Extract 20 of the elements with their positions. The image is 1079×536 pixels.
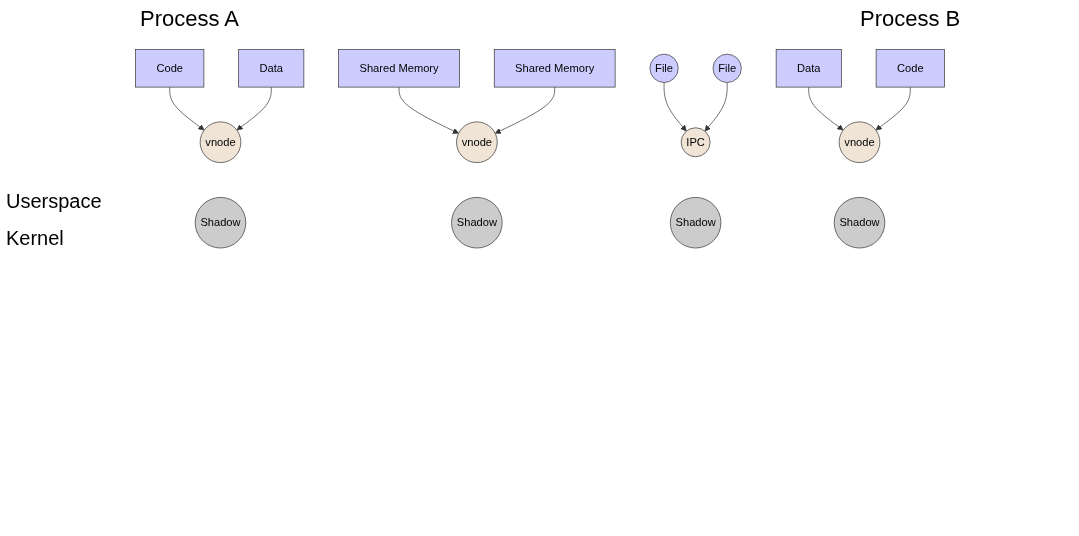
process-label: Process B	[860, 6, 961, 32]
node-circle: Shadow	[669, 197, 722, 249]
region-label: Userspace	[6, 190, 102, 213]
node-circle: Shadow	[194, 197, 247, 249]
node-circle: Shadow	[833, 197, 886, 249]
node-circle: vnode	[199, 121, 242, 163]
node-box: Shared Memory	[493, 49, 616, 88]
node-circle: Shadow	[451, 197, 503, 249]
process-label: Process A	[140, 6, 240, 32]
node-box: Code	[135, 49, 205, 88]
node-box: Data	[238, 49, 305, 88]
node-circle: IPC	[680, 127, 711, 158]
node-circle: vnode	[456, 121, 498, 163]
node-box: Shared Memory	[338, 49, 460, 88]
node-box: Data	[775, 49, 842, 88]
node-box: Code	[875, 49, 945, 88]
region-label: Kernel	[6, 227, 65, 250]
node-circle: File	[649, 53, 679, 83]
node-circle: File	[712, 53, 742, 83]
node-circle: vnode	[838, 121, 881, 163]
